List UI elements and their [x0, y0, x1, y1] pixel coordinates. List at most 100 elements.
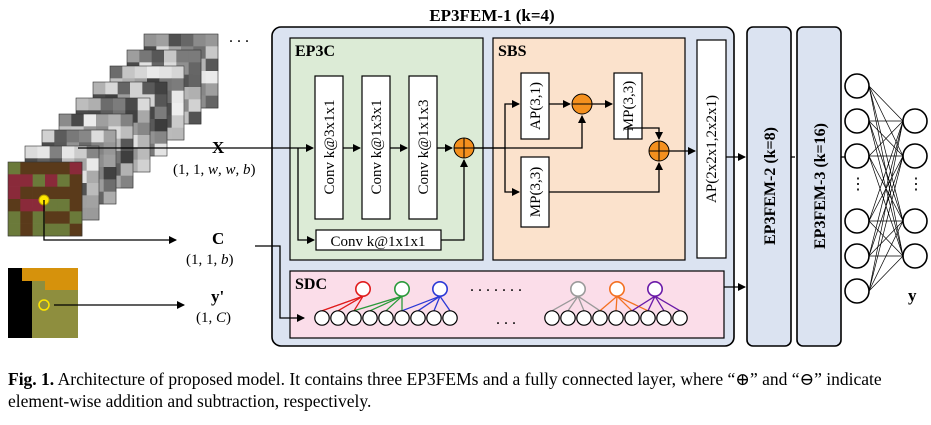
sdc-node — [426, 310, 442, 326]
fc-input-neuron — [844, 243, 870, 269]
sdc-node — [560, 310, 576, 326]
fc-output-neuron — [902, 208, 928, 234]
sdc-edge — [353, 295, 364, 312]
ap-final: AP(2x2x1,2x2x1) — [696, 39, 727, 259]
figure-caption: Fig. 1. Architecture of proposed model. … — [8, 368, 923, 412]
sdc-node — [362, 310, 378, 326]
fc-output-neuron — [902, 108, 928, 134]
svg-text:EP3FEM-2 (k=8): EP3FEM-2 (k=8) — [762, 127, 779, 245]
sdc-edge — [337, 295, 364, 312]
sdc-node — [576, 310, 592, 326]
sdc-node — [314, 310, 330, 326]
c-shape: (1, 1, b) — [186, 252, 234, 268]
sdc-edge — [417, 295, 441, 312]
sdc-edge — [551, 295, 579, 312]
sdc-node — [672, 310, 688, 326]
sdc-dots-bottom: . . . — [496, 311, 516, 328]
label-map-patch — [8, 268, 78, 338]
hyperspectral-cube-stack — [7, 33, 219, 237]
sdc-edge — [577, 295, 601, 312]
svg-text:Conv k@1x1x3: Conv k@1x1x3 — [416, 99, 432, 194]
sdc-edge — [385, 295, 403, 312]
sdc-center-node — [431, 280, 448, 297]
sdc-node — [394, 310, 410, 326]
sdc-node — [442, 310, 458, 326]
mp-3-3-bottom: MP(3,3) — [520, 156, 550, 228]
svg-text:Conv k@3x1x1: Conv k@3x1x1 — [322, 99, 338, 194]
sdc-edge — [615, 296, 618, 311]
svg-text:Conv k@1x3x1: Conv k@1x3x1 — [369, 99, 385, 194]
sdc-edge — [433, 295, 441, 312]
sdc-edge — [616, 295, 649, 312]
fc-edge — [868, 220, 904, 257]
fc-input-neuron — [844, 143, 870, 169]
svg-text:MP(3,3): MP(3,3) — [621, 81, 637, 131]
sdc-node — [624, 310, 640, 326]
sdc-center-node — [646, 280, 663, 297]
sdc-center-node — [354, 280, 371, 297]
sdc-node — [378, 310, 394, 326]
svg-text:Conv k@1x1x1: Conv k@1x1x1 — [330, 234, 425, 250]
ep3fem2-block: EP3FEM-2 (k=8) — [746, 26, 792, 347]
fc-edge — [868, 85, 904, 122]
sdc-edge — [647, 295, 656, 312]
sdc-edge — [631, 295, 656, 312]
fc-input-neuron — [844, 278, 870, 304]
output-label: y — [908, 286, 917, 305]
conv-1x3x1: Conv k@1x3x1 — [361, 75, 391, 220]
sdc-edge — [567, 295, 579, 312]
svg-text:MP(3,3): MP(3,3) — [528, 167, 544, 217]
sdc-edge — [321, 295, 364, 312]
sdc-center-node — [569, 280, 586, 297]
fc-input-neuron — [844, 108, 870, 134]
fc-input-neuron — [844, 208, 870, 234]
sdc-center-node — [608, 280, 625, 297]
caption-fig-label: Fig. 1. — [8, 369, 55, 389]
sdc-node — [656, 310, 672, 326]
caption-text: Architecture of proposed model. It conta… — [8, 369, 882, 411]
conv-1x1x3: Conv k@1x1x3 — [408, 75, 438, 220]
svg-text:AP(3,1): AP(3,1) — [528, 82, 544, 130]
architecture-diagram: . . . EP3FEM-1 (k=4) EP3C Conv k@3x1x1 C… — [7, 6, 928, 347]
sdc-label: SDC — [295, 276, 327, 293]
sdc-edge — [616, 295, 633, 312]
sbs-label: SBS — [498, 43, 527, 60]
sdc-node — [640, 310, 656, 326]
connections — [43, 100, 795, 322]
fc-output-neuron — [902, 143, 928, 169]
svg-text:AP(2x2x1,2x2x1): AP(2x2x1,2x2x1) — [704, 95, 720, 203]
sdc-edge — [369, 295, 403, 312]
sdc-node — [544, 310, 560, 326]
fc-edge — [868, 220, 904, 292]
sdc-dots-top: . . . . . . . — [470, 278, 522, 295]
fc-dots-right: ⋮ — [908, 176, 924, 193]
y-prime-shape: (1, C) — [196, 310, 231, 326]
sbs-adder — [648, 140, 670, 162]
sdc-center-node — [393, 280, 410, 297]
sdc-node — [346, 310, 362, 326]
fc-edge — [868, 120, 904, 157]
ep3c-adder — [453, 137, 475, 159]
ap-3-1: AP(3,1) — [520, 72, 550, 140]
fc-input-neuron — [844, 73, 870, 99]
fully-connected-layer — [841, 73, 928, 304]
sdc-node — [608, 310, 624, 326]
sdc-node — [592, 310, 608, 326]
c-label: C — [212, 229, 224, 248]
sdc-edge — [599, 295, 618, 312]
sdc-edge — [577, 295, 585, 312]
fc-edge — [868, 120, 904, 292]
fc-edge — [868, 85, 904, 222]
sbs-subtract — [571, 93, 593, 115]
sdc-edge — [353, 295, 403, 312]
fc-output-neuron — [902, 243, 928, 269]
fc-edge — [868, 155, 904, 292]
fc-edge — [868, 120, 904, 222]
ep3fem1-title: EP3FEM-1 (k=4) — [429, 6, 554, 25]
conv-1x1x1: Conv k@1x1x1 — [315, 229, 442, 251]
sdc-edge — [654, 295, 665, 312]
sdc-graph — [314, 280, 688, 326]
ep3c-label: EP3C — [295, 43, 335, 60]
y-prime-label: y' — [211, 287, 224, 306]
conv-3x1x1: Conv k@3x1x1 — [314, 75, 344, 220]
